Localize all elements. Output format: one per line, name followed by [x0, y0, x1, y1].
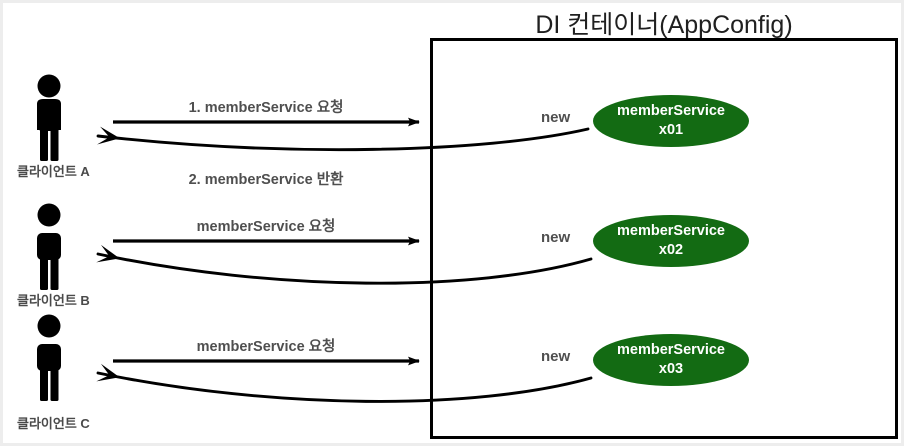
actor-icon-row-1 [37, 74, 61, 161]
client-label-b: 클라이언트 B [17, 293, 90, 308]
response-arrow-row-3 [96, 363, 593, 403]
diagram-graphics [37, 38, 898, 439]
bean-ellipse-row-2 [593, 215, 749, 267]
client-label-a: 클라이언트 A [17, 164, 90, 179]
new-label-row-1: new [541, 109, 571, 126]
response-arrow-row-2 [96, 244, 593, 285]
new-label-row-3: new [541, 348, 571, 365]
response-label-row-1: 2. memberService 반환 [188, 172, 344, 188]
client-label-c: 클라이언트 C [17, 416, 90, 431]
di-container-box [430, 38, 898, 439]
request-label-row-2: memberService 요청 [196, 219, 336, 235]
actor-icon-row-3 [37, 314, 61, 401]
di-container-title: DI 컨테이너(AppConfig) [535, 11, 793, 39]
request-label-row-3: memberService 요청 [196, 339, 336, 355]
request-label-row-1: 1. memberService 요청 [188, 100, 344, 116]
new-label-row-2: new [541, 229, 571, 246]
actor-icon-row-2 [37, 203, 61, 290]
bean-ellipse-row-3 [593, 334, 749, 386]
bean-ellipse-row-1 [593, 95, 749, 147]
response-arrow-row-1 [96, 126, 590, 152]
